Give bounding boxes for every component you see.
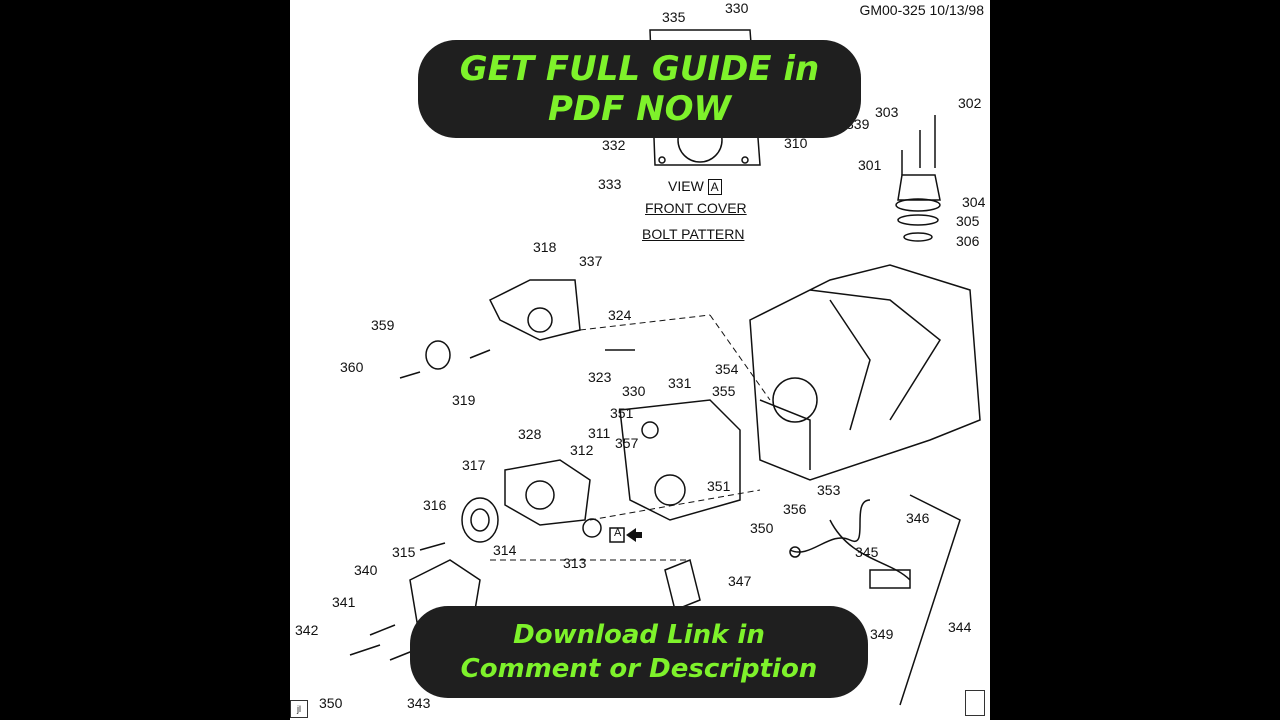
view-caption-line2: BOLT PATTERN: [642, 226, 745, 242]
callout-label: 317: [462, 457, 486, 473]
water-pump: [504, 459, 602, 538]
callout-label: 316: [423, 497, 447, 513]
callout-label: 323: [588, 369, 612, 385]
callout-label: 354: [715, 361, 739, 377]
view-caption-letter: A: [707, 179, 722, 195]
guide-lines: [490, 314, 771, 561]
promo-banner-bottom[interactable]: Download Link in Comment or Description: [410, 606, 868, 698]
callout-label: 337: [579, 253, 603, 269]
callout-label: 313: [563, 555, 587, 571]
balancer-pulley: [419, 497, 499, 551]
callout-label: 330: [725, 0, 749, 16]
callout-label: 341: [332, 594, 356, 610]
callout-label: 360: [340, 359, 364, 375]
promo-banner-top-line2: PDF NOW: [547, 89, 732, 129]
callout-label: 301: [858, 157, 882, 173]
callout-label: 319: [452, 392, 476, 408]
callout-label: 345: [855, 544, 879, 560]
callout-label: 351: [707, 478, 731, 494]
promo-banner-bottom-line1: Download Link in: [513, 620, 765, 650]
callout-label: 304: [962, 194, 986, 210]
corner-tag: jl: [290, 700, 308, 718]
callout-label: 306: [956, 233, 980, 249]
view-caption-title: VIEW A: [668, 178, 722, 195]
document-code: GM00-325 10/13/98: [859, 2, 984, 18]
promo-banner-top[interactable]: GET FULL GUIDE in PDF NOW: [418, 40, 861, 138]
callout-label: 333: [598, 176, 622, 192]
sensor-harness: [664, 494, 961, 706]
callout-label: 314: [493, 542, 517, 558]
callout-label: 344: [948, 619, 972, 635]
callout-label: 355: [712, 383, 736, 399]
callout-label: 353: [817, 482, 841, 498]
callout-label: 324: [608, 307, 632, 323]
callout-label: 332: [602, 137, 626, 153]
engine-block: [749, 264, 981, 481]
callout-label: 343: [407, 695, 431, 711]
callout-label: 335: [662, 9, 686, 25]
callout-label: 340: [354, 562, 378, 578]
callout-label: 351: [610, 405, 634, 421]
promo-banner-top-line1: GET FULL GUIDE in: [459, 49, 820, 89]
callout-label: 359: [371, 317, 395, 333]
callout-label: 303: [875, 104, 899, 120]
callout-label: 312: [570, 442, 594, 458]
callout-label: 356: [783, 501, 807, 517]
callout-label: 357: [615, 435, 639, 451]
callout-label: 328: [518, 426, 542, 442]
callout-label: 318: [533, 239, 557, 255]
view-caption-line1: FRONT COVER: [645, 200, 747, 216]
callout-label: 310: [784, 135, 808, 151]
idler-bracket: [399, 279, 635, 379]
callout-label: 350: [750, 520, 774, 536]
callout-label: 311: [588, 425, 611, 441]
arrow-letter: A: [614, 527, 622, 539]
callout-label: 315: [392, 544, 416, 560]
callout-label: 302: [958, 95, 982, 111]
thermostat-housing: [895, 115, 941, 242]
callout-label: 342: [295, 622, 319, 638]
view-caption-word: VIEW: [668, 178, 704, 194]
front-cover-assembly: [619, 399, 741, 521]
callout-label: 350: [319, 695, 343, 711]
callout-label: 349: [870, 626, 894, 642]
callout-label: 347: [728, 573, 752, 589]
promo-banner-bottom-line2: Comment or Description: [460, 654, 818, 684]
callout-label: 331: [668, 375, 692, 391]
callout-label: 346: [906, 510, 930, 526]
callout-label: 330: [622, 383, 646, 399]
callout-label: 305: [956, 213, 980, 229]
gm-logo-icon: [965, 690, 985, 716]
view-arrow: [609, 527, 642, 543]
